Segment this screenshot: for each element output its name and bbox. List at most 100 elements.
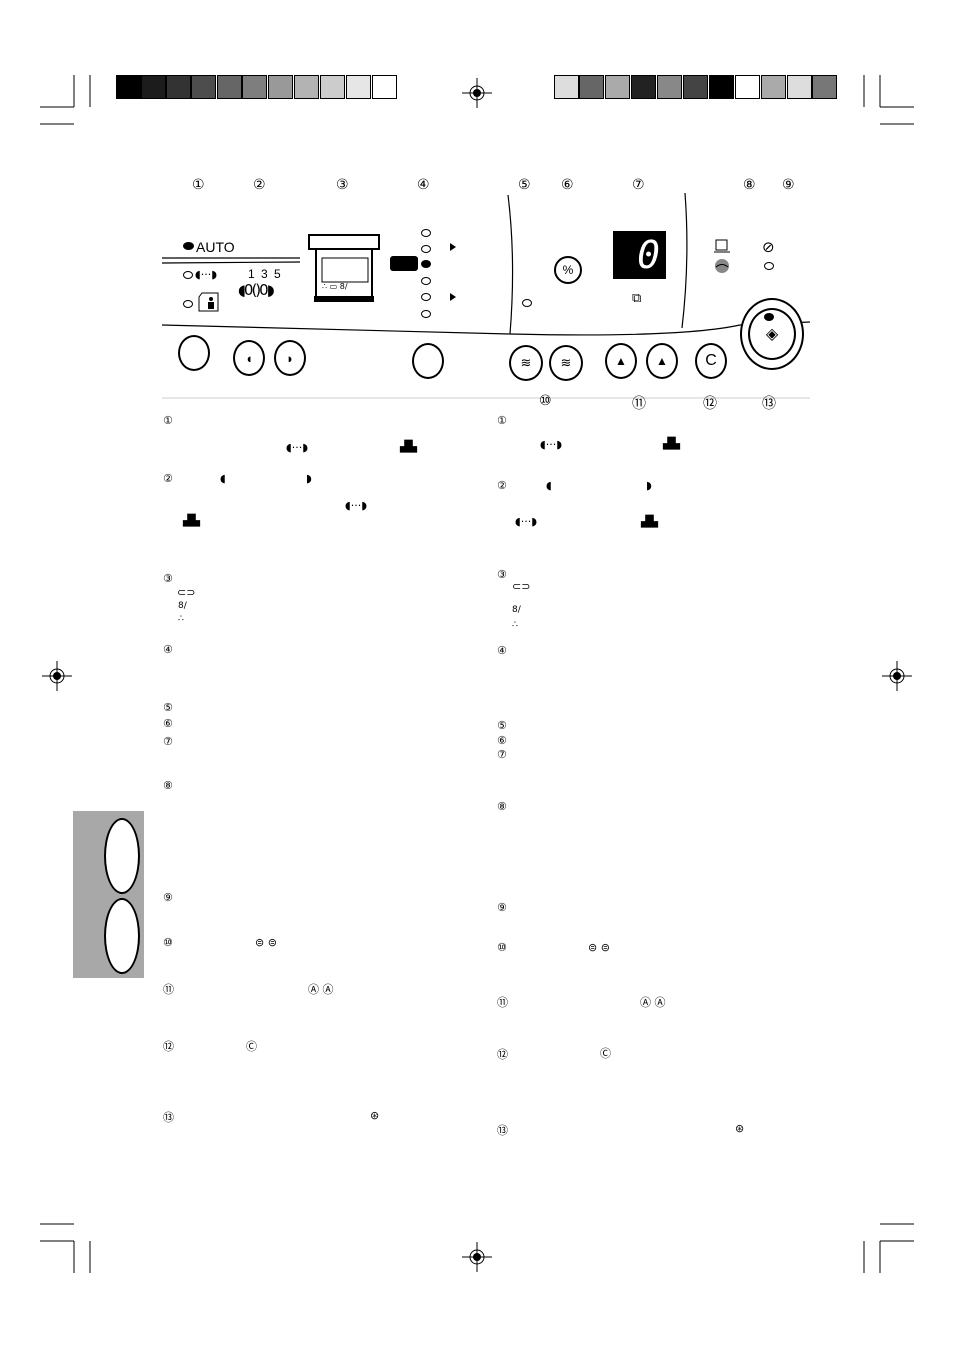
crop-marks-bottom bbox=[40, 1223, 914, 1273]
zoom-down-key[interactable]: ≋ bbox=[509, 345, 543, 381]
callout-10: ⑩ bbox=[539, 393, 552, 409]
zoom-up-key[interactable]: ≋ bbox=[549, 345, 583, 381]
auto-label: AUTO bbox=[196, 239, 235, 255]
ratio-led-5 bbox=[421, 293, 431, 301]
right-marker-5: ⑤ bbox=[497, 719, 507, 732]
machine-status-illustration: ∴ ▭ 8/ bbox=[308, 234, 380, 302]
exposure-darker-key[interactable]: ◗ bbox=[274, 340, 306, 376]
panel-outline bbox=[161, 192, 810, 399]
left-marker-12: ⑫ bbox=[163, 1040, 174, 1053]
left-marker-5: ⑤ bbox=[163, 701, 173, 714]
right-marker-3: ③ bbox=[497, 568, 507, 581]
right-marker-9: ⑨ bbox=[497, 901, 507, 914]
print-key-icon: ⊛ bbox=[370, 1109, 380, 1122]
left-marker-8: ⑧ bbox=[163, 779, 173, 792]
quantity-keys-icon: Ⓐ Ⓐ bbox=[308, 983, 334, 996]
copy-count-icon: ⧉ bbox=[632, 291, 642, 306]
clear-key-icon: Ⓒ bbox=[600, 1047, 611, 1060]
photo-icon: ▟▙ bbox=[663, 437, 680, 450]
copy-quantity-units-key[interactable]: ▲ bbox=[646, 343, 678, 379]
right-marker-11: ⑪ bbox=[497, 996, 508, 1009]
left-marker-6: ⑥ bbox=[163, 717, 173, 730]
photo-mode-led bbox=[183, 300, 193, 308]
callout-11: ⑪ bbox=[632, 396, 646, 412]
zoom-keys-icon: ⊜ ⊜ bbox=[255, 936, 277, 949]
tab-oval-upper bbox=[104, 818, 140, 894]
photo-icon: ▟▙ bbox=[641, 515, 658, 528]
callout-8: ⑧ bbox=[743, 177, 756, 193]
developer-replacement-icon: ⊘ bbox=[762, 238, 775, 256]
left-marker-13: ⑬ bbox=[163, 1111, 174, 1124]
callout-6: ⑥ bbox=[561, 177, 574, 193]
registration-target-icon bbox=[462, 78, 492, 108]
developer-icon: 8/ bbox=[512, 605, 521, 615]
misfeed-icon: ⊂⊃ bbox=[177, 586, 196, 599]
lamp-key[interactable] bbox=[412, 343, 444, 379]
callout-9: ⑨ bbox=[782, 177, 795, 193]
left-marker-9: ⑨ bbox=[163, 891, 173, 904]
lighter-icon: ◖ bbox=[546, 479, 552, 492]
right-marker-1: ① bbox=[497, 414, 507, 427]
display-digit: 0 bbox=[637, 233, 660, 277]
clear-key[interactable]: C bbox=[695, 343, 727, 379]
zoom-keys-icon: ⊜ ⊜ bbox=[588, 941, 610, 954]
svg-text:∴ ▭ 8/: ∴ ▭ 8/ bbox=[322, 282, 348, 291]
callout-13: ⑬ bbox=[762, 396, 776, 412]
misfeed-icon: ⊂⊃ bbox=[512, 580, 531, 593]
lamp-indicator-box bbox=[390, 256, 418, 271]
exposure-scale-icon: ◖···◗ bbox=[515, 515, 538, 528]
zoom-display-key[interactable]: % bbox=[554, 256, 582, 284]
exposure-scale-numbers: 1 3 5 bbox=[248, 267, 281, 281]
left-marker-7: ⑦ bbox=[163, 735, 173, 748]
left-marker-11: ⑪ bbox=[163, 983, 174, 996]
print-key-icon: ⊛ bbox=[735, 1122, 745, 1135]
language-tab bbox=[73, 811, 144, 978]
copy-quantity-display: 0 bbox=[613, 231, 666, 279]
ratio-led-1 bbox=[421, 229, 431, 237]
tab-oval-lower bbox=[104, 898, 140, 974]
left-marker-1: ① bbox=[163, 414, 173, 427]
ratio-led-6 bbox=[421, 310, 431, 318]
photo-icon: ▟▙ bbox=[400, 440, 417, 453]
right-marker-8: ⑧ bbox=[497, 800, 507, 813]
ratio-led-2 bbox=[421, 245, 431, 253]
callout-4: ④ bbox=[417, 177, 430, 193]
darker-icon: ◗ bbox=[306, 472, 312, 485]
callout-7: ⑦ bbox=[632, 177, 645, 193]
right-marker-2: ② bbox=[497, 479, 507, 492]
exposure-scale-icon: ◖···◗ bbox=[540, 438, 563, 451]
manual-exposure-icon: ◖···◗ bbox=[195, 268, 218, 281]
right-marker-6: ⑥ bbox=[497, 734, 507, 747]
registration-target-icon bbox=[42, 661, 72, 691]
right-marker-7: ⑦ bbox=[497, 748, 507, 761]
auto-photo-key[interactable] bbox=[178, 335, 210, 371]
exposure-lighter-key[interactable]: ◖ bbox=[233, 340, 265, 376]
toner-icon: ∴ bbox=[178, 614, 184, 624]
right-marker-4: ④ bbox=[497, 644, 507, 657]
left-marker-3: ③ bbox=[163, 572, 173, 585]
left-marker-10: ⑩ bbox=[163, 936, 173, 949]
callout-1: ① bbox=[192, 177, 205, 193]
print-ready-led bbox=[764, 313, 774, 321]
developer-icon: 8/ bbox=[178, 601, 187, 611]
right-marker-13: ⑬ bbox=[497, 1124, 508, 1137]
copy-quantity-tens-key[interactable]: ▲ bbox=[605, 343, 637, 379]
paper-misfeed-icon bbox=[714, 239, 730, 273]
quantity-keys-icon: Ⓐ Ⓐ bbox=[640, 996, 666, 1009]
right-marker-10: ⑩ bbox=[497, 941, 507, 954]
callout-5: ⑤ bbox=[518, 177, 531, 193]
right-marker-12: ⑫ bbox=[497, 1048, 508, 1061]
developer-led bbox=[764, 262, 774, 270]
callout-12: ⑫ bbox=[703, 396, 717, 412]
darker-icon: ◗ bbox=[646, 479, 652, 492]
ratio-led-3-active bbox=[421, 260, 431, 268]
lighter-icon: ◖ bbox=[220, 472, 226, 485]
crop-marks-top bbox=[40, 75, 914, 125]
callout-2: ② bbox=[253, 177, 266, 193]
exposure-scale-icon: ◖···◗ bbox=[286, 441, 309, 454]
ratio-arrow-upper bbox=[450, 243, 456, 251]
toner-icon: ∴ bbox=[512, 620, 518, 630]
left-marker-2: ② bbox=[163, 472, 173, 485]
zoom-led bbox=[522, 299, 532, 307]
registration-target-icon bbox=[882, 661, 912, 691]
